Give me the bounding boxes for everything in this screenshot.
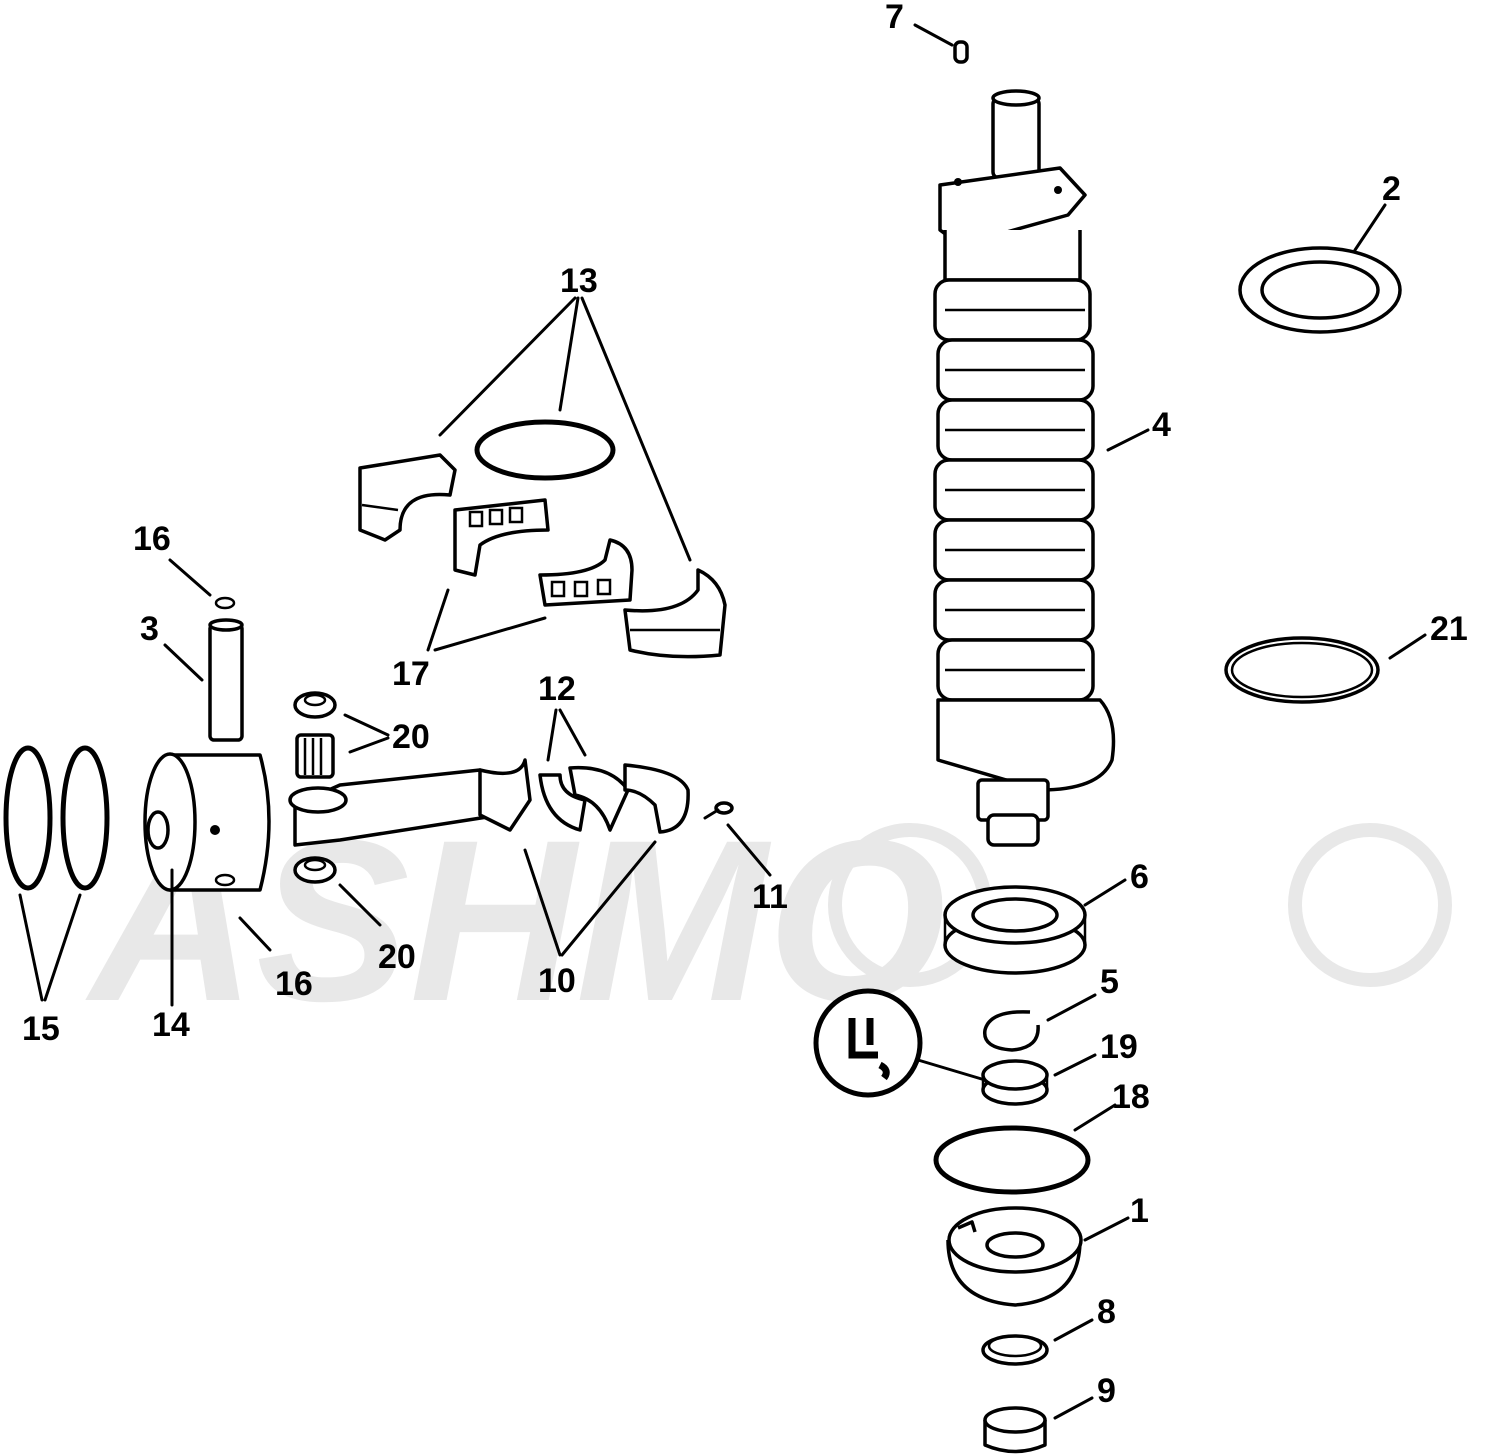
bearing-liner-13-left	[358, 453, 457, 542]
callout-9: 9	[1097, 1372, 1116, 1410]
seal-ring-21	[1224, 636, 1380, 704]
o-ring-18	[933, 1125, 1091, 1195]
connecting-rod	[288, 758, 532, 847]
sealant-symbol-icon	[813, 988, 987, 1098]
watermark: ASHMO	[85, 792, 1452, 1049]
needle-bearing	[295, 733, 335, 779]
seal-8	[981, 1334, 1049, 1366]
callout-8: 8	[1097, 1293, 1116, 1331]
callout-5: 5	[1100, 963, 1119, 1001]
callout-15: 15	[22, 1010, 60, 1048]
callout-7: 7	[885, 0, 904, 36]
ball-bearing-6	[943, 885, 1087, 975]
callout-19: 19	[1100, 1028, 1138, 1066]
seal-19	[981, 1059, 1049, 1106]
crankshaft-counterweights	[933, 278, 1116, 792]
clip-16-bottom	[214, 873, 236, 887]
callout-4: 4	[1152, 406, 1171, 444]
piston-rings-15	[3, 745, 110, 891]
callout-17: 17	[392, 655, 430, 693]
leader-lines	[18, 23, 1427, 1420]
bushing-9	[983, 1406, 1047, 1454]
needle-cage-17-left	[453, 498, 550, 577]
rod-cap-10	[623, 763, 690, 834]
callout-16-top: 16	[133, 520, 171, 558]
callout-1: 1	[1130, 1192, 1149, 1230]
callout-18: 18	[1112, 1078, 1150, 1116]
callout-21: 21	[1430, 610, 1468, 648]
thrust-washer-20-top	[293, 691, 337, 719]
callout-20-bottom: 20	[378, 938, 416, 976]
callout-11: 11	[752, 878, 788, 916]
clip-16-top	[214, 596, 236, 610]
bearing-liner-13-right	[623, 568, 727, 659]
watermark-wheel-icon	[1288, 823, 1452, 987]
callout-2: 2	[1382, 170, 1401, 208]
callout-12: 12	[538, 670, 576, 708]
crankshaft	[933, 89, 1116, 847]
thrust-washer-20-bottom	[293, 856, 337, 884]
callout-labels: 7 2 4 21 6 5 19 18 1 8 9 13 17 16 3 20 1…	[22, 0, 1468, 1410]
callout-13: 13	[560, 262, 598, 300]
seal-plate-2	[1238, 246, 1402, 334]
bearing-housing-1	[946, 1206, 1083, 1307]
needle-cage-17-right	[538, 538, 634, 607]
retaining-ring-5	[983, 1010, 1040, 1052]
pin-7	[953, 40, 969, 64]
needle-bearing-12	[538, 765, 630, 832]
callout-3: 3	[140, 610, 159, 648]
retaining-ring-13	[474, 419, 616, 481]
callout-10: 10	[538, 962, 576, 1000]
rod-screw-11	[703, 801, 734, 820]
callout-20-top: 20	[392, 718, 430, 756]
piston-pin-3	[208, 618, 244, 742]
piston-14	[143, 752, 271, 892]
callout-6: 6	[1130, 858, 1149, 896]
callout-16-bottom: 16	[275, 965, 313, 1003]
callout-14: 14	[152, 1006, 190, 1044]
